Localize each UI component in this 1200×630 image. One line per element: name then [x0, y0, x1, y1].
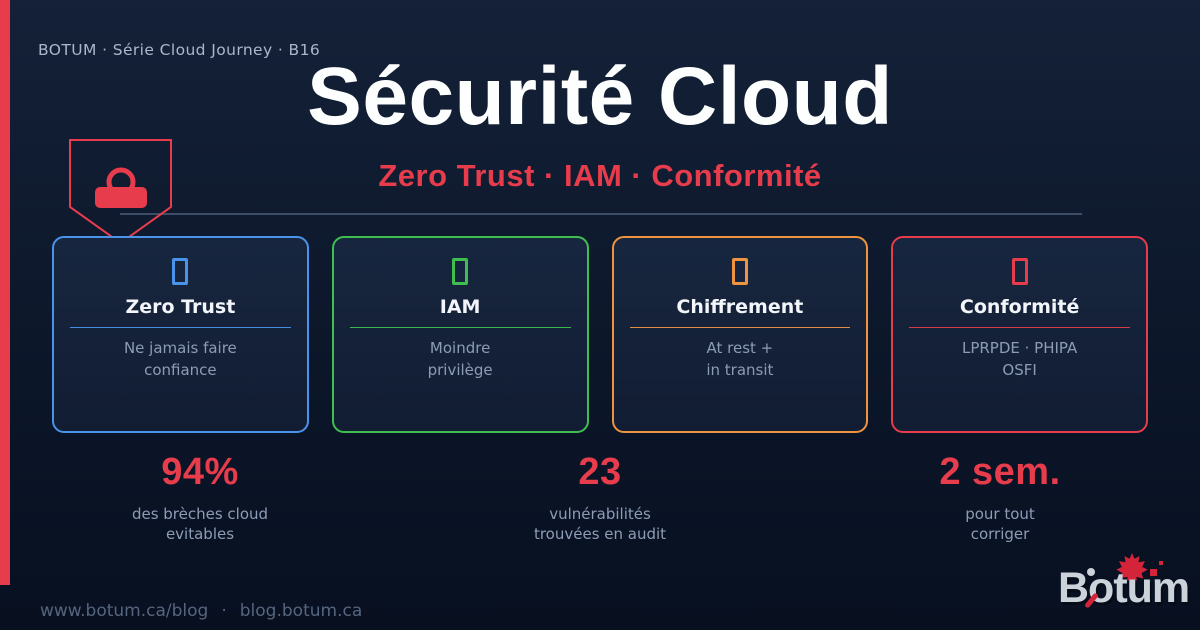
maple-leaf-icon — [1116, 553, 1148, 585]
stat-vulnerabilities: 23 vulnérabilités trouvées en audit — [400, 452, 800, 544]
page-subtitle: Zero Trust · IAM · Conformité — [378, 158, 822, 193]
footer-url-primary: www.botum.ca/blog — [40, 601, 209, 621]
stat-value: 2 sem. — [939, 451, 1061, 493]
stat-label: vulnérabilités trouvées en audit — [533, 505, 667, 543]
card-divider — [629, 327, 851, 328]
header-divider — [120, 213, 1082, 215]
logo-accent-square-small — [1159, 561, 1163, 565]
logo-wordmark: Botum — [1058, 564, 1190, 612]
page-title: Sécurité Cloud — [307, 51, 893, 142]
series-label: BOTUM · Série Cloud Journey · B16 — [38, 41, 321, 59]
card-description: LPRPDE · PHIPA OSFI — [961, 339, 1078, 379]
stat-label: des brèches cloud evitables — [131, 505, 269, 543]
card-description: Moindre privilège — [427, 339, 493, 379]
card-conformite: Conformité LPRPDE · PHIPA OSFI — [891, 236, 1148, 433]
card-chiffrement: Chiffrement At rest + in transit — [611, 236, 869, 433]
stat-value: 94% — [161, 451, 239, 493]
stat-breaches: 94% des brèches cloud evitables — [0, 452, 400, 544]
stat-value: 23 — [578, 451, 622, 493]
logo-accent-square — [1150, 569, 1157, 576]
card-iam: IAM Moindre privilège — [331, 236, 589, 433]
missing-glyph-icon — [731, 258, 748, 285]
card-title: Conformité — [959, 296, 1080, 318]
stats-row: 94% des brèches cloud evitables 23 vulné… — [0, 452, 1200, 544]
card-title: Chiffrement — [676, 296, 804, 318]
card-description: At rest + in transit — [706, 339, 774, 379]
card-divider — [349, 327, 571, 328]
missing-glyph-icon — [1011, 258, 1028, 285]
stat-label: pour tout corriger — [965, 505, 1035, 543]
left-accent-bar — [0, 0, 10, 585]
stat-remediation-time: 2 sem. pour tout corriger — [800, 452, 1200, 544]
footer-separator: · — [221, 601, 227, 621]
missing-glyph-icon — [172, 258, 189, 285]
card-divider — [70, 327, 291, 328]
card-zero-trust: Zero Trust Ne jamais faire confiance — [52, 236, 309, 433]
shield-lock-icon — [69, 139, 172, 245]
botum-logo: Botum — [1056, 540, 1198, 622]
missing-glyph-icon — [452, 258, 469, 285]
footer-url-secondary: blog.botum.ca — [239, 601, 363, 621]
logo-magnifier-dot — [1087, 568, 1095, 576]
card-description: Ne jamais faire confiance — [123, 339, 237, 379]
card-title: Zero Trust — [125, 296, 236, 318]
card-divider — [909, 327, 1130, 328]
card-title: IAM — [439, 296, 481, 318]
footer-urls: www.botum.ca/blog · blog.botum.ca — [40, 601, 362, 621]
pillar-cards-row: Zero Trust Ne jamais faire confiance IAM… — [52, 236, 1148, 433]
